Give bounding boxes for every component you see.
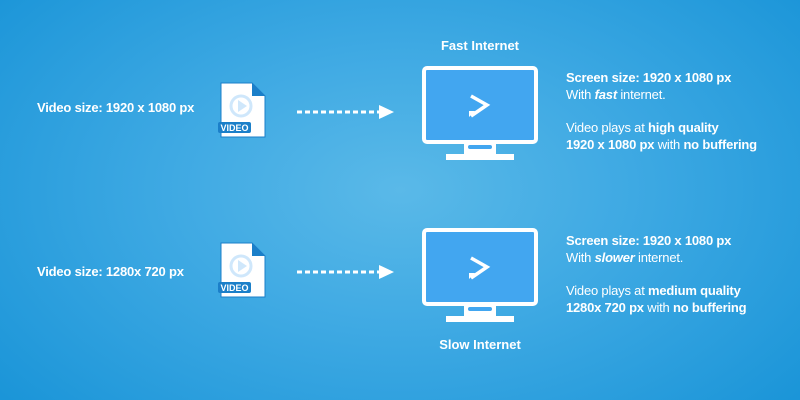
- video-badge: VIDEO: [220, 123, 248, 133]
- monitor-icon: [422, 66, 538, 160]
- fast-internet-label: Fast Internet: [440, 38, 519, 53]
- screen-size: Screen size: 1920 x 1080 px: [566, 233, 732, 248]
- dotted-arrow-icon: [297, 105, 394, 119]
- video-file-icon: VIDEO: [218, 82, 266, 138]
- video-size-label: Video size: 1920 x 1080 px: [37, 100, 195, 115]
- screen-size: Screen size: 1920 x 1080 px: [566, 70, 732, 85]
- fast-internet-description: Screen size: 1920 x 1080 px With fast in…: [566, 70, 757, 152]
- video-badge: VIDEO: [220, 283, 248, 293]
- monitor-icon: [422, 228, 538, 322]
- video-file-icon: VIDEO: [218, 242, 266, 298]
- slow-internet-label: Slow Internet: [439, 337, 521, 352]
- video-size-label: Video size: 1280x 720 px: [37, 264, 184, 279]
- dotted-arrow-icon: [297, 265, 394, 279]
- slow-internet-description: Screen size: 1920 x 1080 px With slower …: [566, 233, 747, 315]
